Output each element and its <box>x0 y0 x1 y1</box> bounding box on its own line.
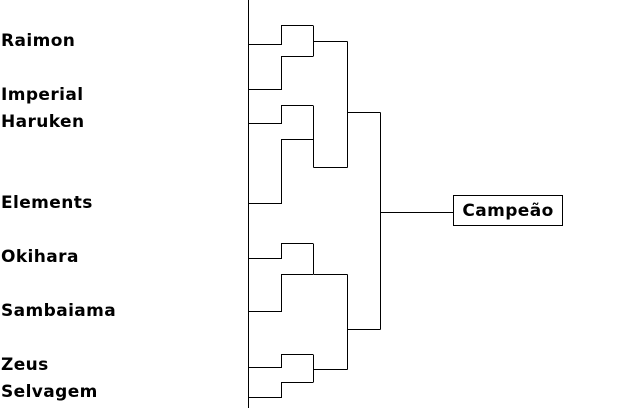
r1-connector-4-top <box>248 354 313 368</box>
champion-box: Campeão <box>453 195 563 226</box>
team-okihara: Okihara <box>1 247 79 267</box>
team-raimon: Raimon <box>1 31 76 51</box>
r1-connector-1-bottom <box>248 56 313 90</box>
team-selvagem: Selvagem <box>1 382 98 402</box>
r1-connector-3-bottom <box>248 274 313 312</box>
team-sambaiama: Sambaiama <box>1 301 117 321</box>
r1-connector-3-top <box>248 243 313 259</box>
team-elements: Elements <box>1 193 93 213</box>
r1-connector-1-top <box>248 25 313 45</box>
team-zeus: Zeus <box>1 355 49 375</box>
team-imperial: Imperial <box>1 85 84 105</box>
team-haruken: Haruken <box>1 112 85 132</box>
r1-connector-2-bottom <box>248 123 313 204</box>
r1-connector-4-bottom <box>248 382 313 398</box>
r1-connector-2-top <box>281 105 313 124</box>
